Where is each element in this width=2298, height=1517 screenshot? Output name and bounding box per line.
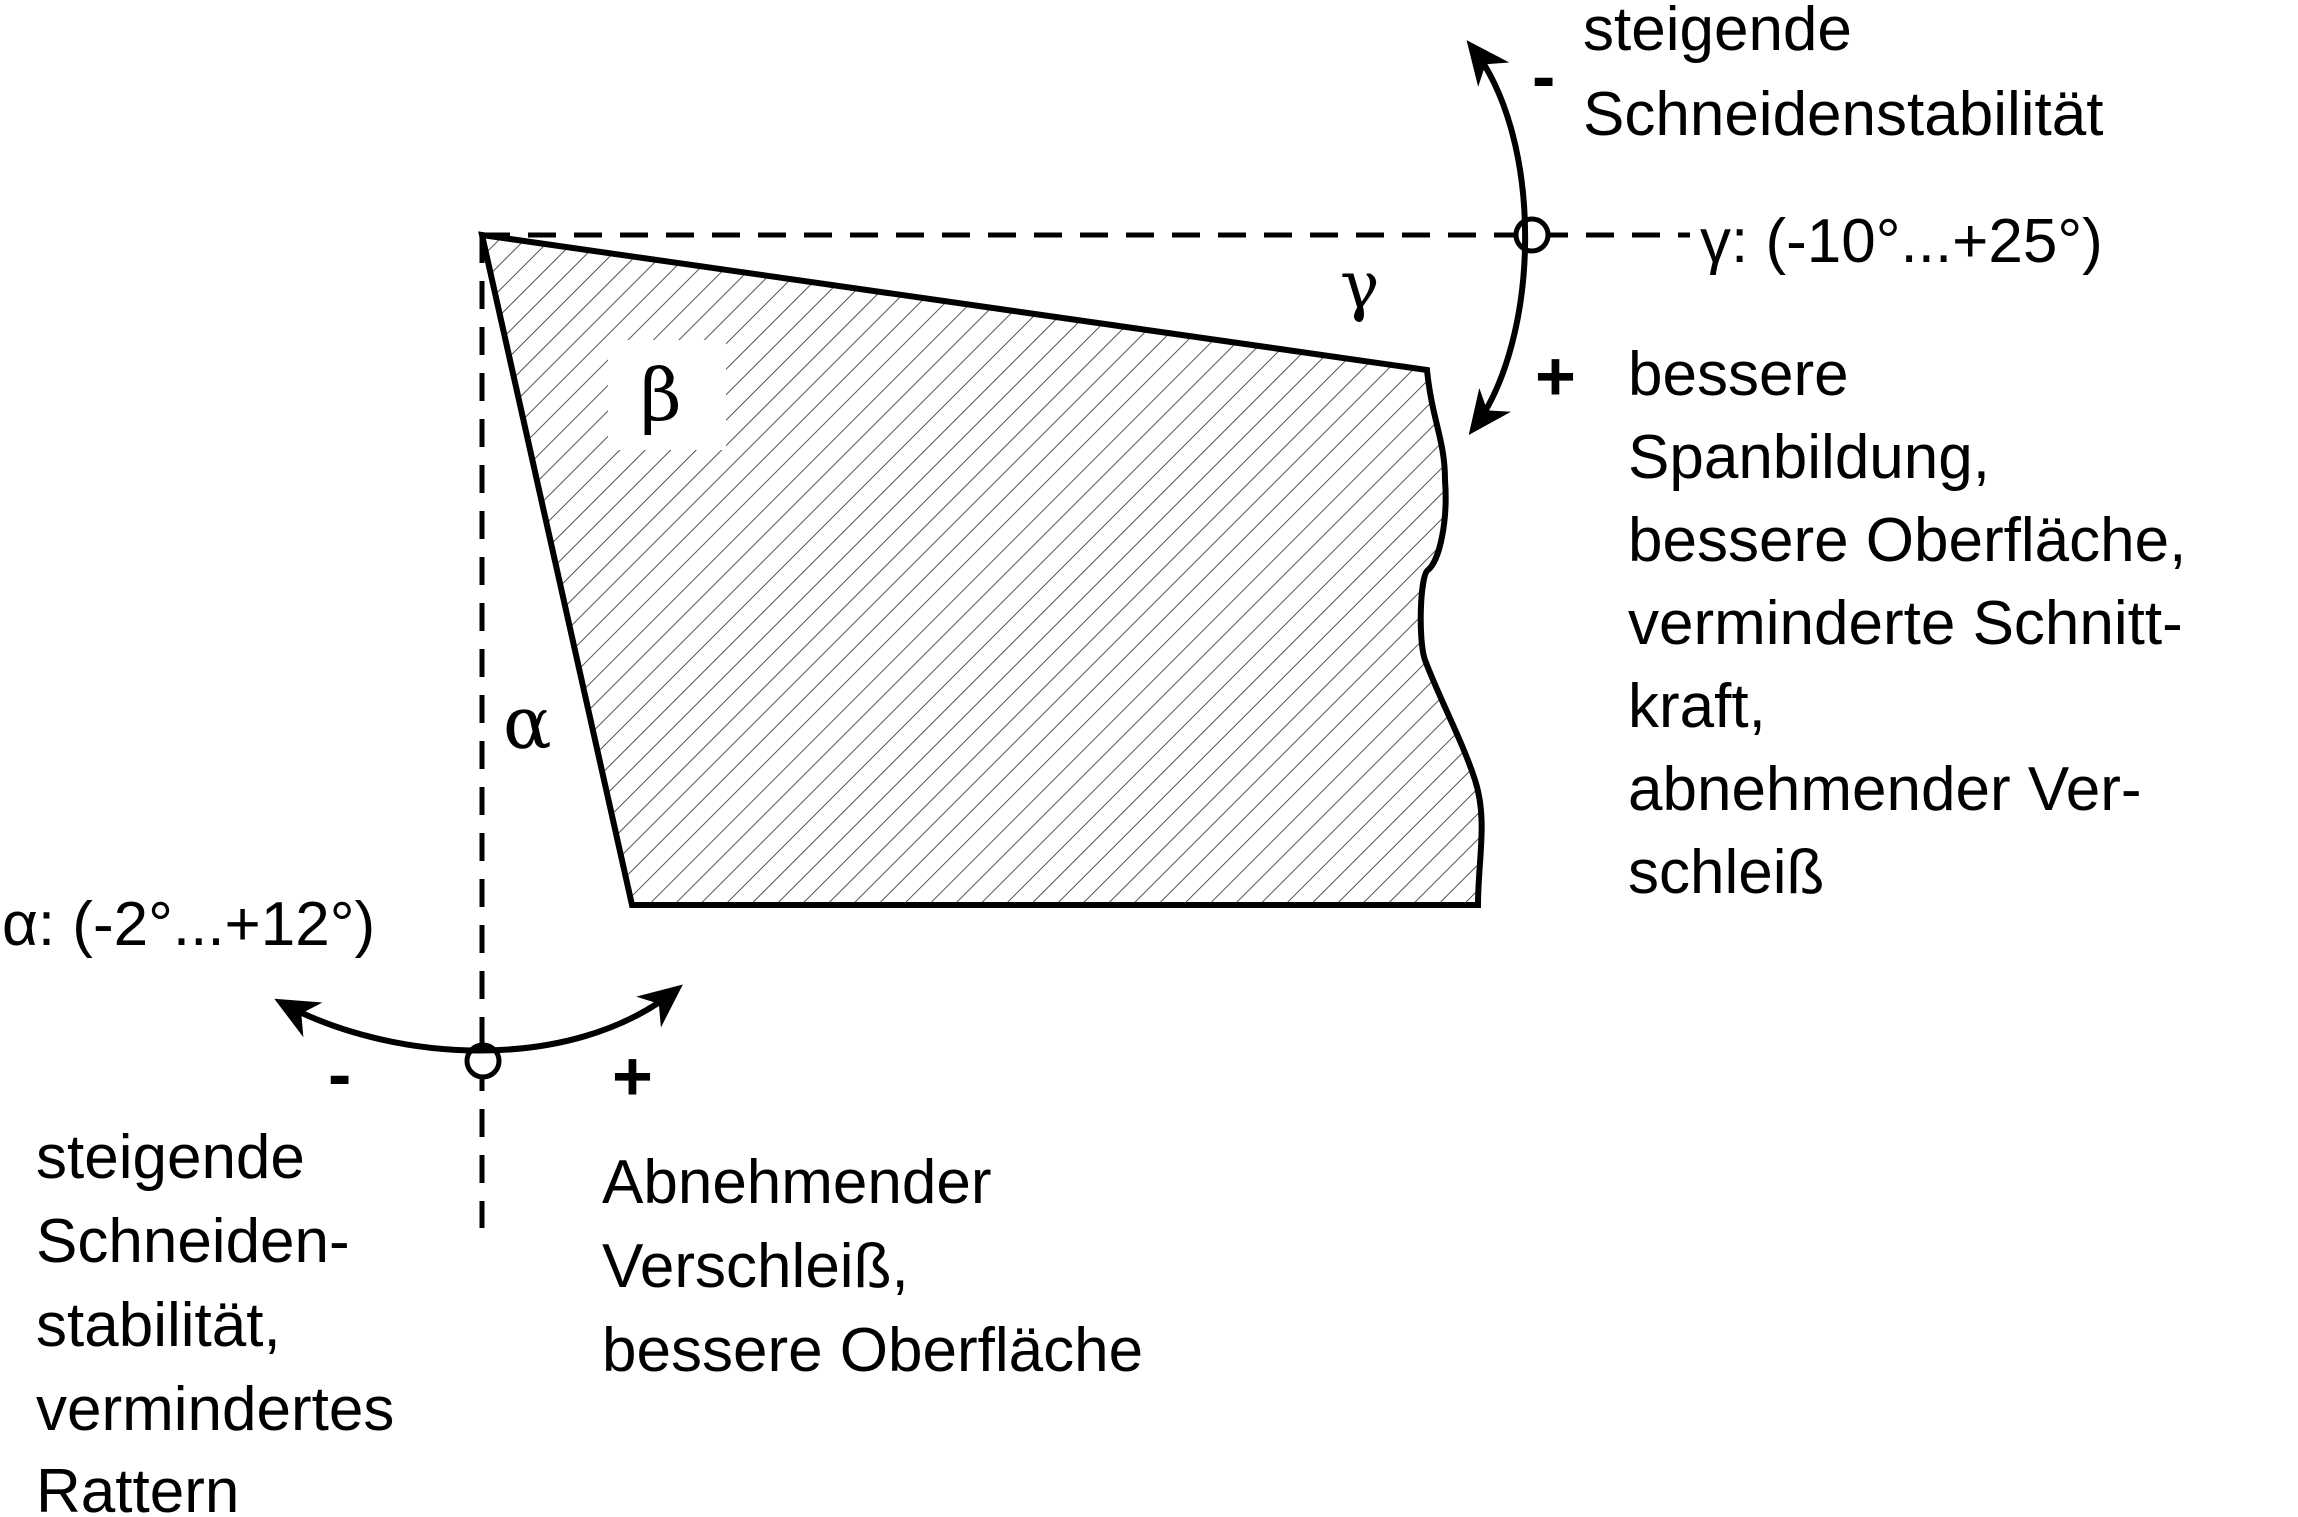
- tool-wedge: [478, 231, 1485, 908]
- alpha-symbol: α: [503, 681, 552, 765]
- alpha-minus-effect: steigende Schneiden- stabilität, vermind…: [36, 1123, 412, 1517]
- gamma-plus-effect-line: bessere: [1628, 340, 1849, 409]
- alpha-range-label: α: (-2°...+12°): [2, 890, 375, 959]
- alpha-minus-effect-line: stabilität,: [36, 1291, 281, 1360]
- gamma-minus-effect-line: steigende: [1583, 0, 1852, 64]
- alpha-plus-effect-line: Verschleiß,: [602, 1232, 909, 1301]
- gamma-plus-effect: bessere Spanbildung, bessere Oberfläche,…: [1628, 340, 2204, 907]
- alpha-minus-effect-line: Rattern: [36, 1457, 239, 1517]
- beta-label-background: [608, 340, 726, 450]
- gamma-symbol: γ: [1340, 247, 1379, 324]
- gamma-plus-effect-line: abnehmender Ver-: [1628, 755, 2142, 824]
- gamma-plus-effect-line: Spanbildung,: [1628, 423, 1990, 492]
- alpha-minus-effect-line: steigende: [36, 1123, 305, 1192]
- gamma-rotation-arrow: [1466, 40, 1529, 436]
- alpha-minus-effect-line: Schneiden-: [36, 1207, 350, 1276]
- alpha-rotation-arrow: [274, 984, 683, 1054]
- gamma-minus-effect: steigende Schneidenstabilität: [1583, 0, 2103, 149]
- alpha-plus-effect: Abnehmender Verschleiß, bessere Oberfläc…: [602, 1148, 1143, 1385]
- gamma-range-label: γ: (-10°...+25°): [1700, 207, 2103, 276]
- alpha-plus-effect-line: bessere Oberfläche: [602, 1316, 1143, 1385]
- gamma-pivot-point: [1513, 216, 1551, 254]
- alpha-minus-sign: -: [328, 1035, 351, 1113]
- alpha-plus-effect-line: Abnehmender: [602, 1148, 992, 1217]
- alpha-label-background: [490, 690, 572, 780]
- gamma-plus-sign: +: [1535, 337, 1576, 415]
- gamma-plus-effect-line: kraft,: [1628, 672, 1766, 741]
- gamma-plus-effect-line: verminderte Schnitt-: [1628, 589, 2183, 658]
- beta-symbol: β: [640, 353, 682, 437]
- gamma-minus-effect-line: Schneidenstabilität: [1583, 80, 2103, 149]
- gamma-plus-effect-line: bessere Oberfläche,: [1628, 506, 2186, 575]
- gamma-plus-effect-line: schleiß: [1628, 838, 1824, 907]
- alpha-minus-effect-line: vermindertes: [36, 1375, 394, 1444]
- gamma-minus-sign: -: [1532, 37, 1555, 115]
- alpha-plus-sign: +: [612, 1037, 653, 1115]
